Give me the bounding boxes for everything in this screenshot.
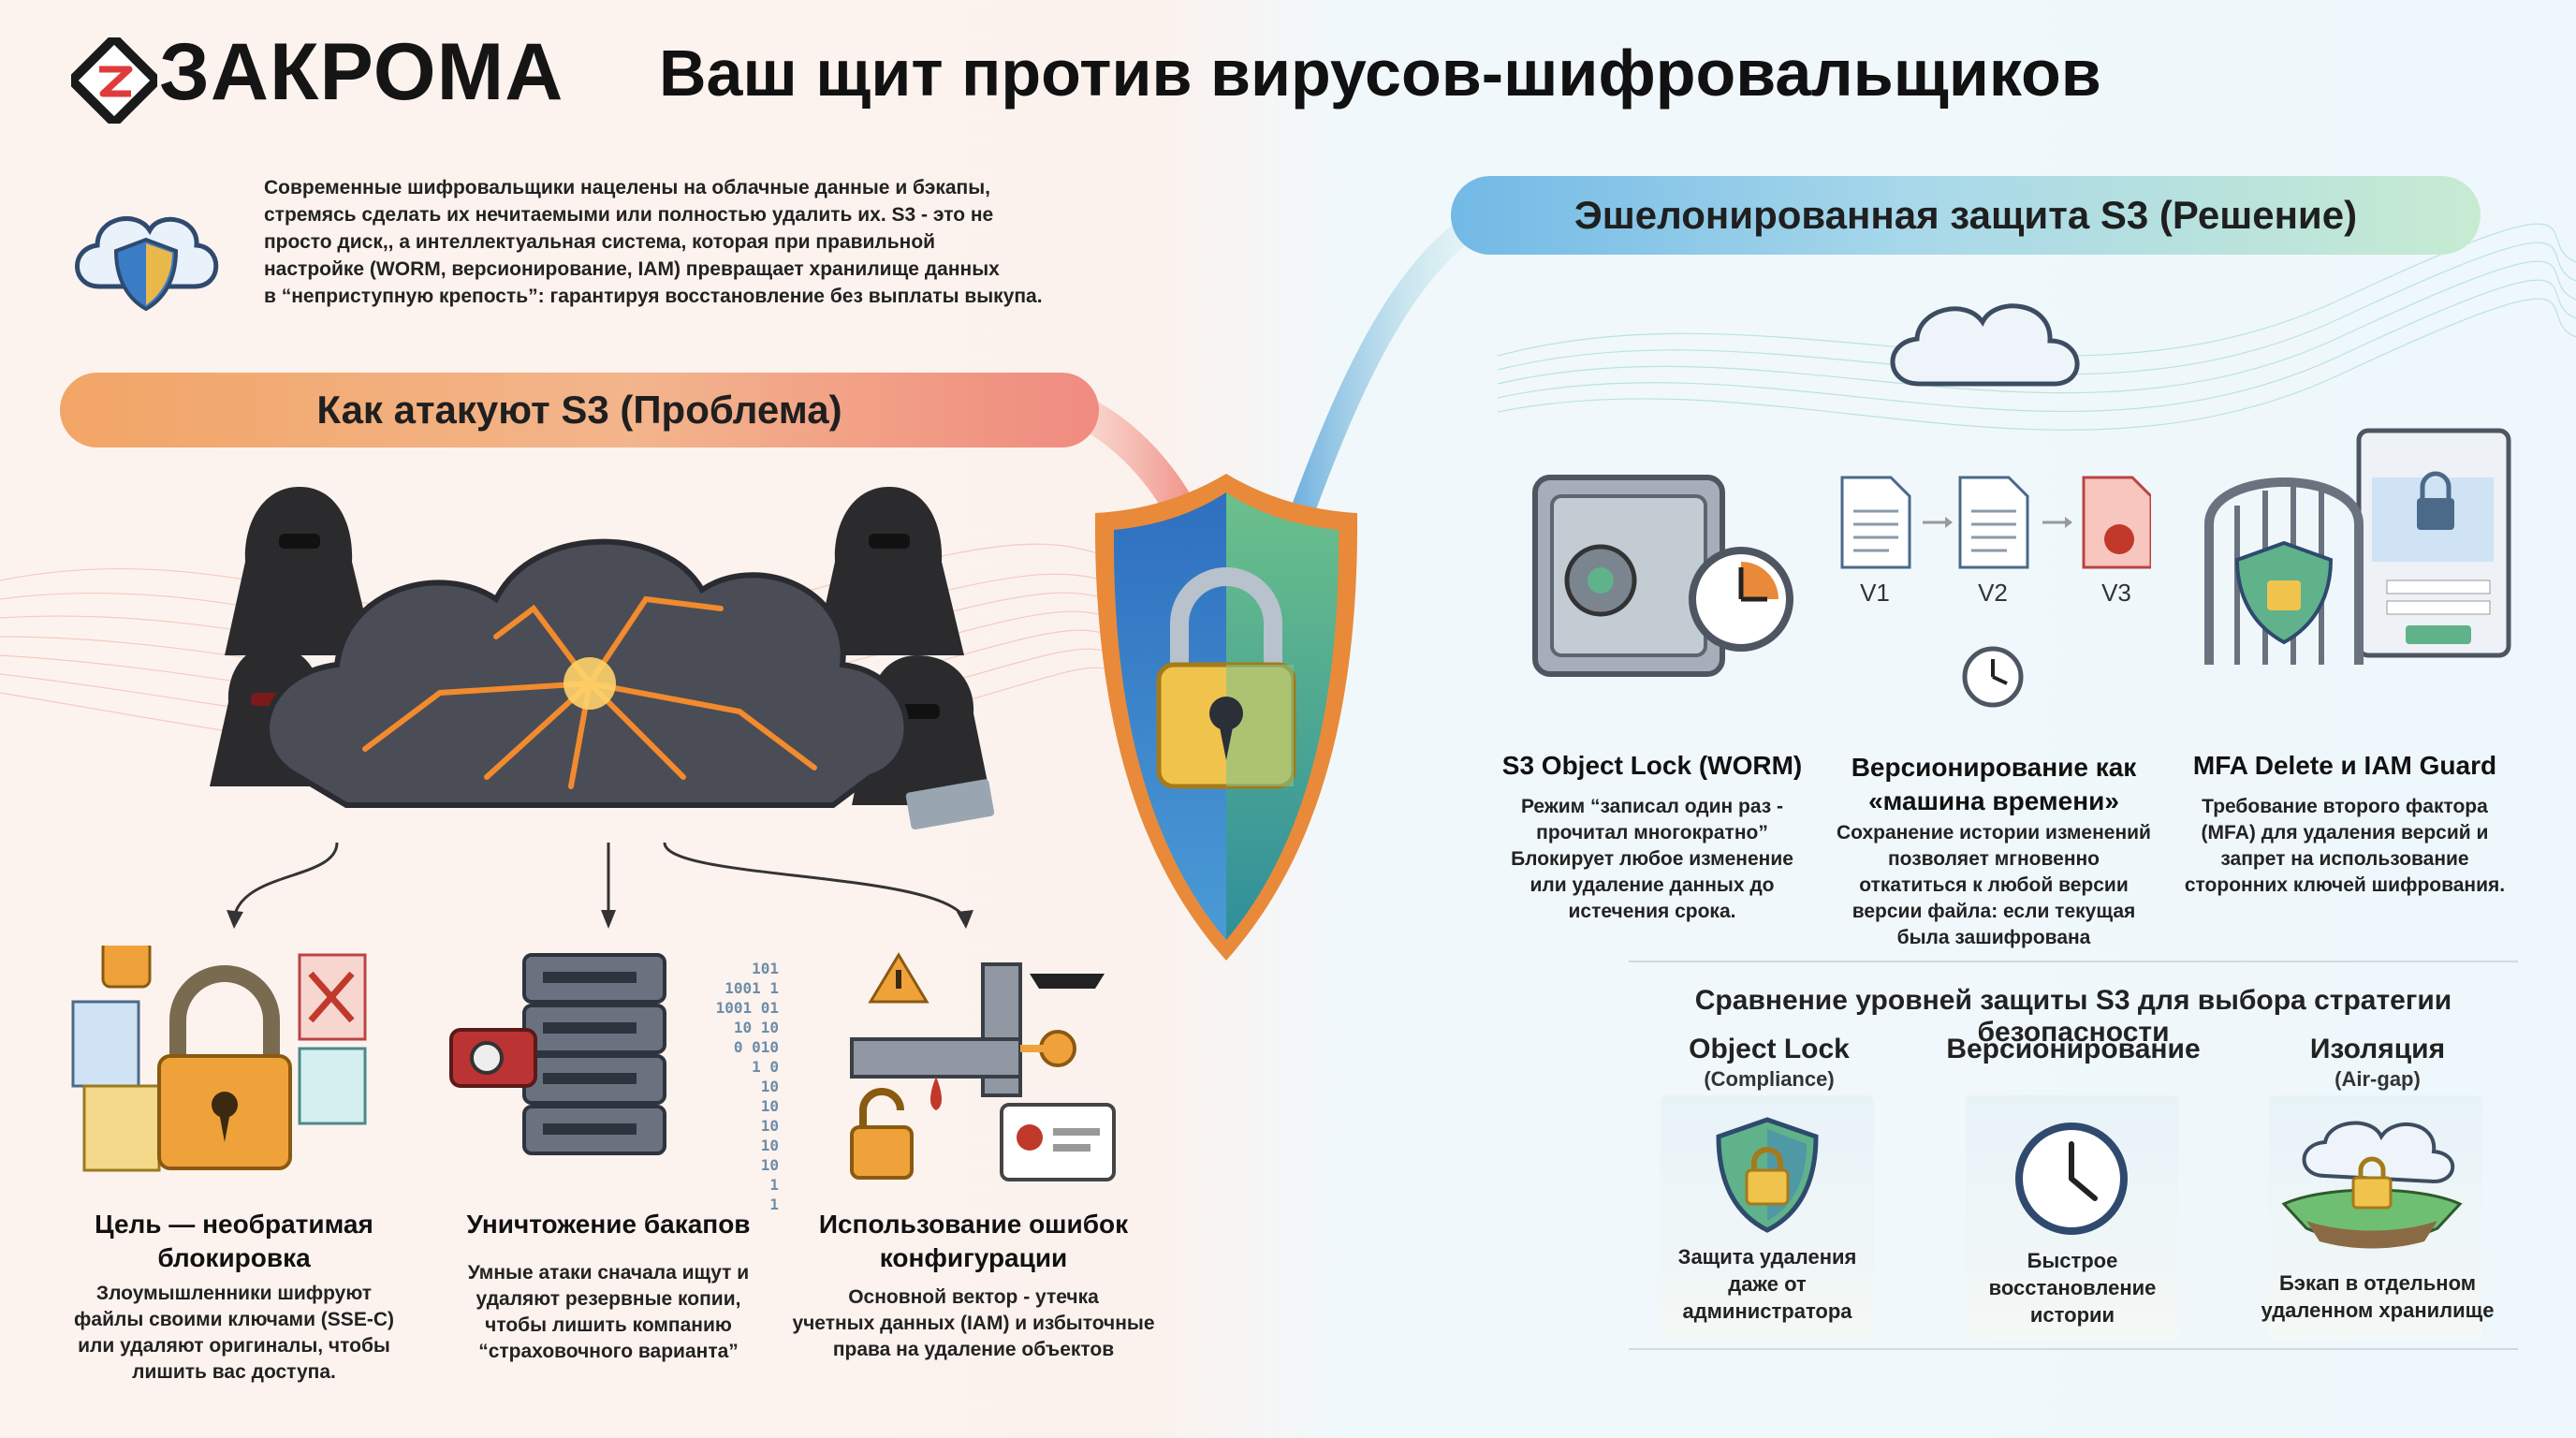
comparison-title: Сравнение уровней защиты S3 для выбора с… — [1694, 985, 2452, 1048]
solution-banner: Эшелонированная защита S3 (Решение) — [1451, 176, 2481, 255]
laptop-icon — [905, 779, 995, 830]
intro-line: стремясь сделать их нечитаемыми или полн… — [264, 204, 994, 226]
mfa-gate-icon — [2204, 428, 2511, 665]
locked-files-icon — [71, 946, 367, 1172]
teal-wave-lines — [1497, 223, 2576, 431]
version-label-v3: V3 — [2101, 579, 2131, 607]
comparison-col-name: Object Lock — [1689, 1034, 1850, 1064]
hacker-attack-illustration — [210, 487, 995, 830]
cloud-icon — [1890, 303, 2080, 387]
intro-line: просто диск,, а интеллектуальная система… — [264, 231, 936, 253]
comparison-col-sub: (Compliance) — [1704, 1067, 1835, 1091]
intro-line: настройке (WORM, версионирование, IAM) п… — [264, 258, 1000, 280]
solution-1-description: Режим “записал один раз -прочитал многок… — [1511, 796, 1793, 922]
cloud-island-icon — [2281, 1121, 2463, 1249]
clock-icon — [2015, 1123, 2128, 1235]
central-shield-lock-icon — [1094, 474, 1358, 961]
zakroma-logo-icon — [71, 37, 157, 124]
version-label-v1: V1 — [1860, 579, 1890, 607]
brand-name: ЗАКРОМА — [159, 27, 564, 117]
problem-2-title: Уничтожение бакапов — [466, 1210, 751, 1239]
solution-2-title: Версионирование как«машина времени» — [1851, 753, 2137, 815]
version-label-v2: V2 — [1978, 579, 2008, 607]
comparison-col-name: Изоляция — [2309, 1034, 2446, 1064]
solution-1-title: S3 Object Lock (WORM) — [1501, 751, 1803, 780]
comparison-col-sub: (Air-gap) — [2334, 1067, 2421, 1091]
cloud-shield-icon — [75, 215, 219, 312]
hacker-eyes — [251, 534, 940, 719]
comparison-col-name: Версионирование — [1946, 1034, 2201, 1064]
file-versions-icon — [1840, 476, 2151, 569]
solution-3-description: Требование второго фактора(MFA) для удал… — [2184, 796, 2506, 896]
solution-3-title: MFA Delete и IAM Guard — [2192, 751, 2497, 780]
intro-text: Современные шифровальщики нацелены на об… — [264, 174, 1163, 310]
intro-line: в “неприступную крепость”: гарантируя во… — [264, 286, 1043, 307]
clock-icon — [1962, 646, 2024, 708]
server-stack-icon — [449, 953, 666, 1155]
vault-safe-icon — [1532, 475, 1793, 677]
problem-banner: Как атакуют S3 (Проблема) — [60, 373, 1099, 448]
comparison-frame — [1629, 961, 2518, 1350]
intro-line: Современные шифровальщики нацелены на об… — [264, 177, 990, 198]
page-headline: Ваш щит против вирусов-шифровальщиков — [659, 37, 2101, 110]
impact-glow — [564, 657, 616, 710]
misconfiguration-icon — [850, 952, 1116, 1181]
attack-arrows — [227, 842, 973, 929]
shield-lock-icon — [1716, 1117, 1819, 1233]
